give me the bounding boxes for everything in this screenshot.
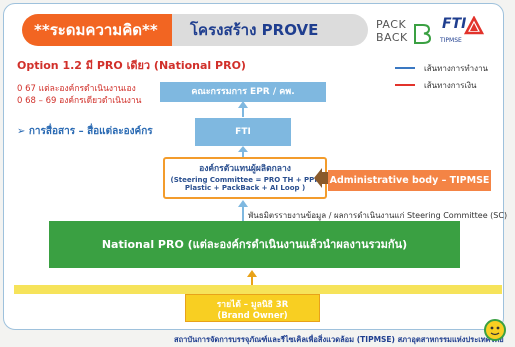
fti-box: FTI (195, 118, 291, 146)
packback-logo-line2: BACK (376, 31, 408, 44)
fti-triangle-icon (464, 16, 484, 35)
packback-logo: PACK BACK (376, 18, 434, 46)
legend-money-label: เส้นทางการเงิน (424, 81, 477, 90)
brand-owner-line2: (Brand Owner) (217, 311, 288, 321)
central-org-sub1: (Steering Committee = PRO TH + PPP (170, 176, 320, 184)
packback-b-icon (414, 24, 432, 44)
brainstorm-label: **ระดมความคิด** (22, 14, 172, 46)
packback-logo-line1: PACK (376, 18, 407, 31)
mascot-icon (484, 319, 506, 341)
central-org-sub2: Plastic + PackBack + AI Loop ) (184, 184, 306, 192)
option-line-2: 0 68 – 69 องค์กรเดียวดำเนินงาน (17, 96, 142, 106)
tipmse-logo-text: TIPMSE (440, 37, 462, 44)
admin-arrow-icon (314, 168, 330, 188)
national-pro-box: National PRO (แต่ละองค์กรดำเนินงานแล้วนำ… (49, 221, 460, 268)
legend-work-label: เส้นทางการทำงาน (424, 64, 489, 73)
yellow-band (14, 285, 502, 294)
legend-money-line (395, 84, 415, 86)
reporting-note: พันธมิตรรายงานข้อมูล / ผลการดำเนินงานแก่… (248, 211, 508, 220)
brand-owner-line1: รายได้ – มูลนิธิ 3R (216, 300, 289, 310)
option-title: Option 1.2 มี PRO เดียว (National PRO) (17, 59, 246, 72)
communication-note: ➢ การสื่อสาร – สื่อแต่ละองค์กร (17, 126, 153, 137)
fti-logo: FTI TIPMSE (440, 16, 486, 50)
fti-logo-text: FTI (442, 16, 467, 32)
footer-text: สถาบันการจัดการบรรจุภัณฑ์และรีไซเคิลเพื่… (174, 335, 504, 344)
epr-committee-box: คณะกรรมการ EPR / คพ. (160, 82, 326, 102)
central-org-title: องค์กรตัวแทนผู้ผลิตกลาง (199, 164, 291, 174)
admin-body-box: Administrative body – TIPMSE (328, 170, 491, 191)
legend-work-line (395, 67, 415, 69)
option-line-1: 0 67 แต่ละองค์กรดำเนินงานเอง (17, 84, 136, 94)
central-producer-org-box: องค์กรตัวแทนผู้ผลิตกลาง (Steering Commit… (163, 157, 327, 199)
structure-title: โครงสร้าง PROVE (172, 14, 368, 46)
brand-owner-box: รายได้ – มูลนิธิ 3R (Brand Owner) (185, 294, 320, 322)
